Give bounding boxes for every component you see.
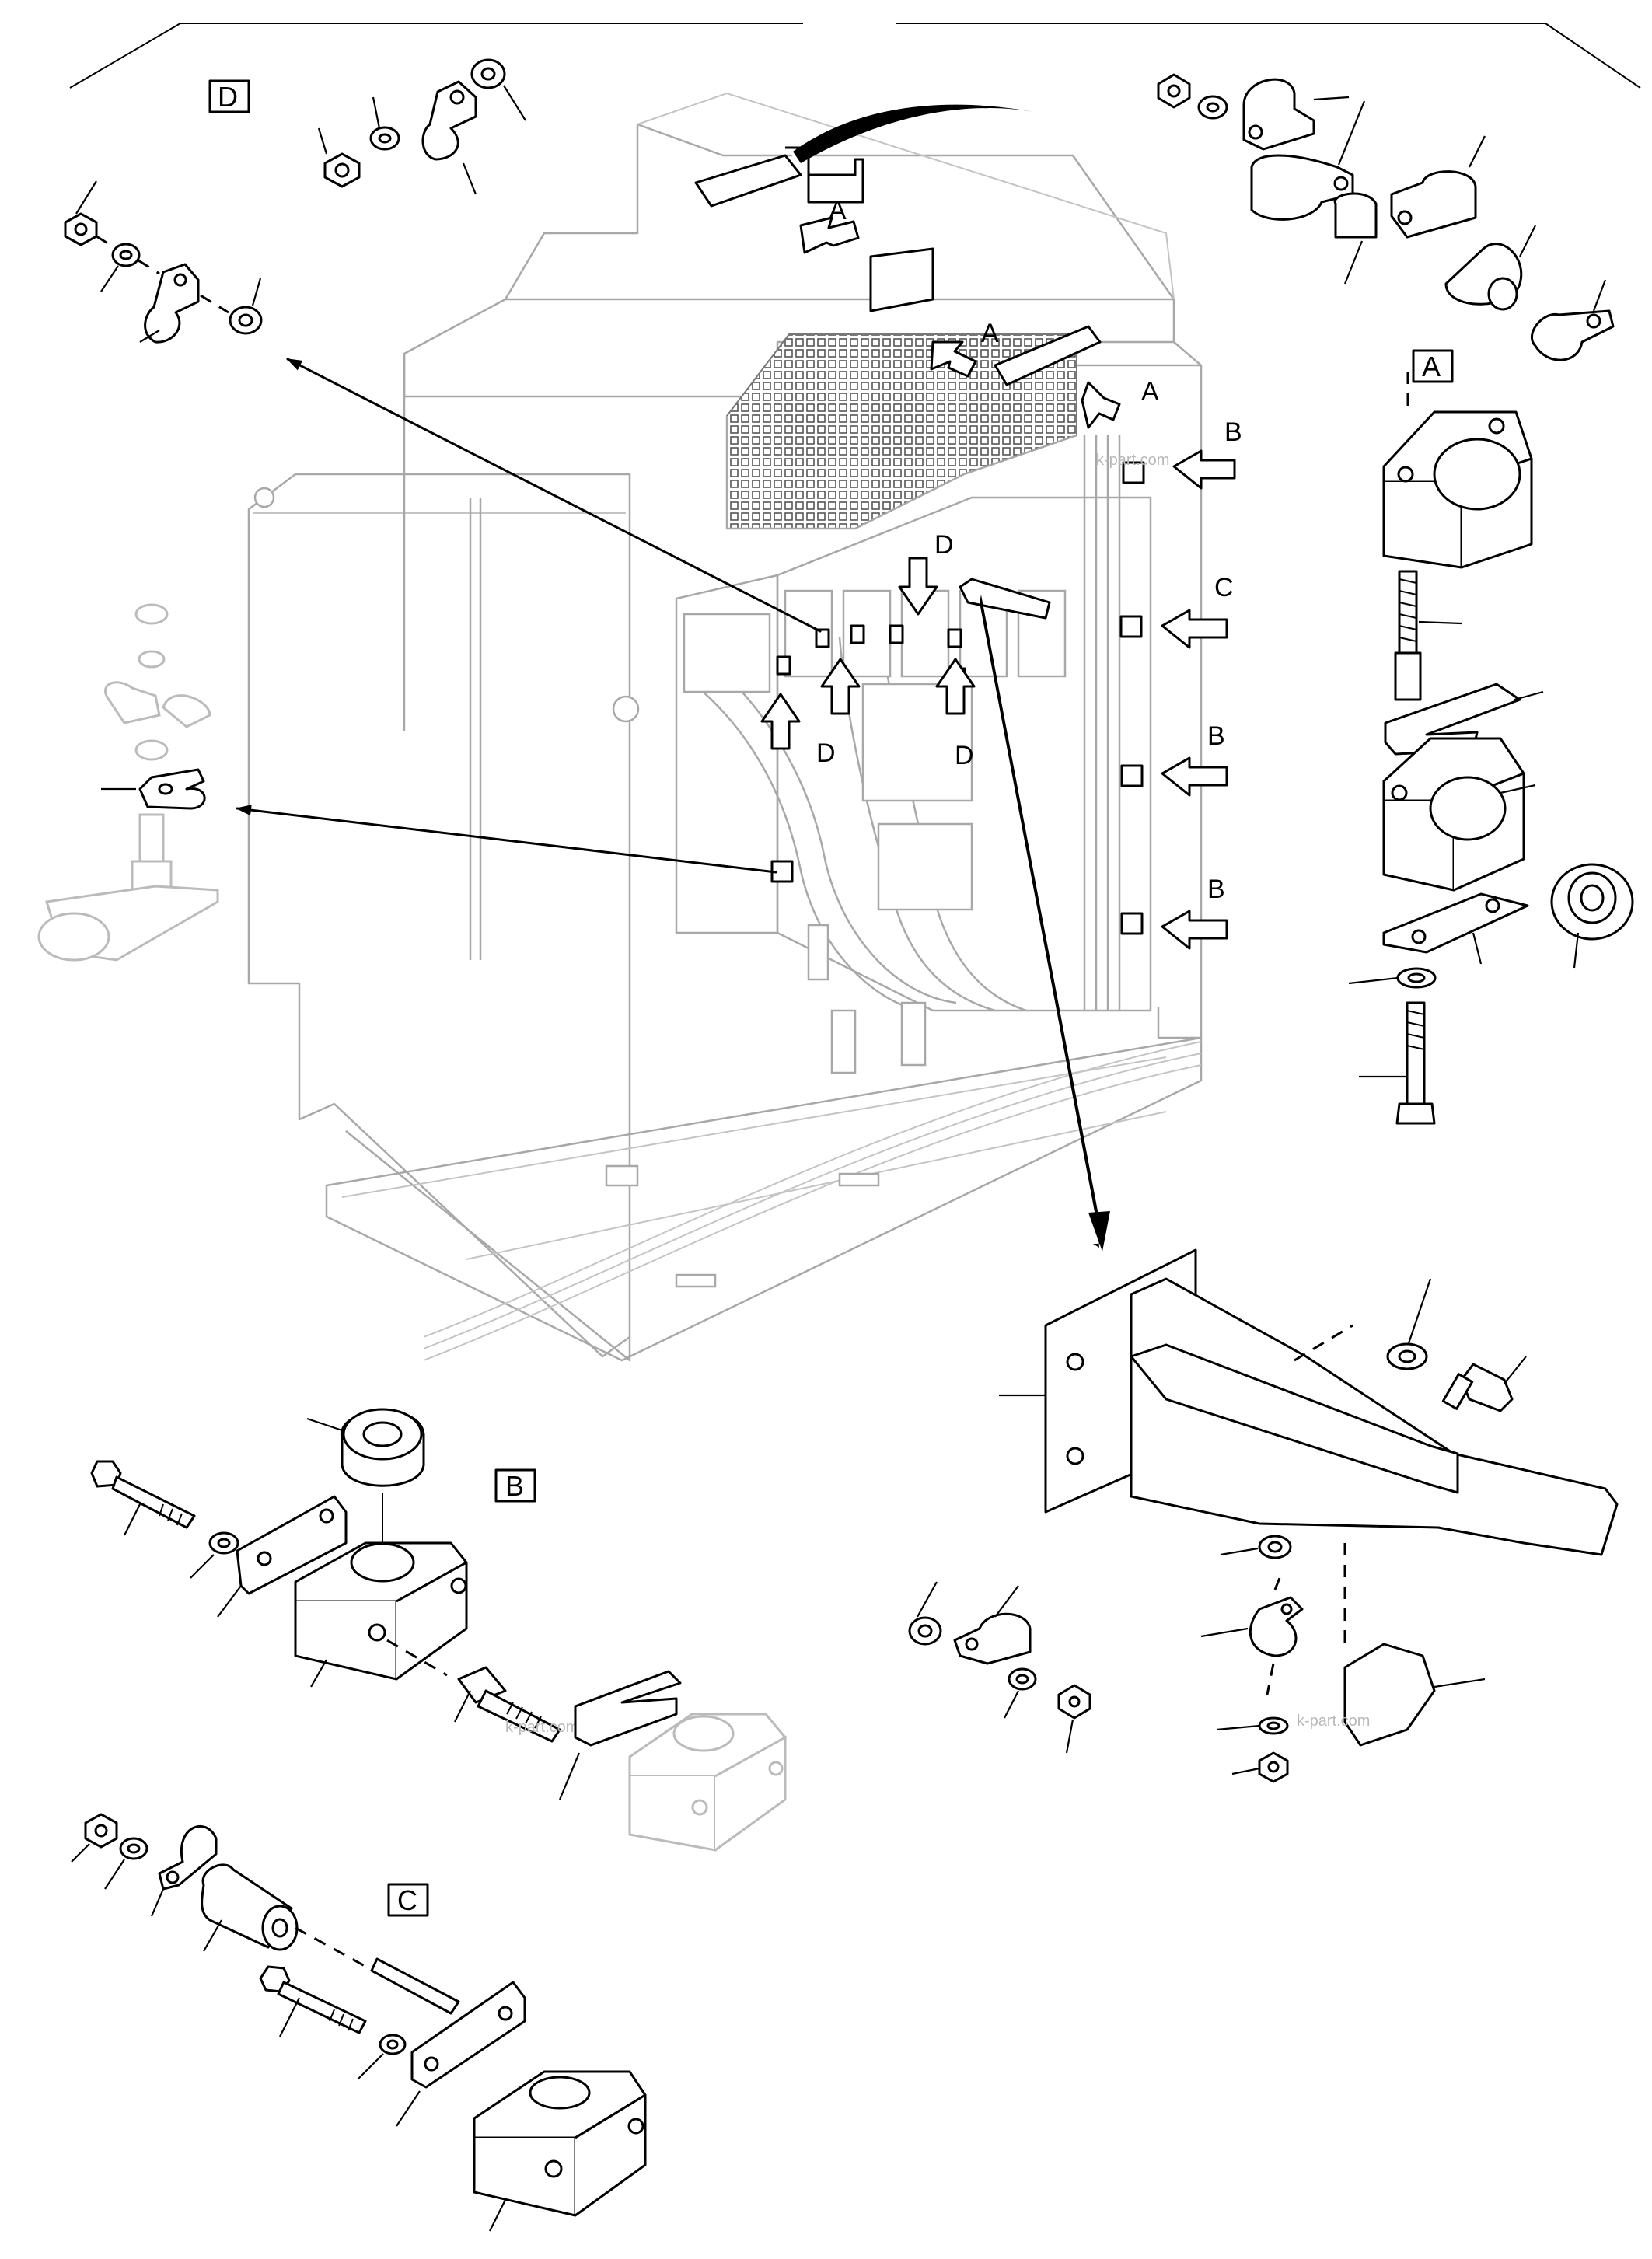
- callout-a2: A: [981, 319, 999, 348]
- detail-a-box: [1412, 349, 1454, 383]
- watermark-2: k-part.com: [505, 1719, 578, 1736]
- detail-b-mount-group: B k-part.com: [90, 1408, 788, 1852]
- callout-arrow-a3: [1081, 381, 1121, 429]
- callout-a3: A: [1141, 377, 1159, 407]
- callout-b1: B: [1224, 417, 1242, 447]
- detail-c-box: [387, 1883, 429, 1917]
- detail-b-label: B: [505, 1470, 524, 1502]
- callout-arrow-b2: [1161, 756, 1228, 797]
- callout-a1: A: [829, 196, 847, 225]
- curved-arrow-top: [793, 104, 1038, 163]
- detail-d-box: [208, 79, 250, 113]
- detail-d-clamp-group: D: [64, 58, 526, 344]
- callout-arrow-a1: [799, 216, 860, 254]
- callout-arrow-d2-mid: [820, 658, 861, 715]
- detail-a-mount-group: A: [1348, 349, 1634, 1125]
- arrow-to-bracket: [980, 595, 1104, 1248]
- detail-c-mount-group: C: [71, 1813, 647, 2232]
- callout-arrow-b1: [1172, 449, 1236, 490]
- callout-b2: B: [1207, 721, 1225, 751]
- lower-middle-clamp-group: [908, 1581, 1091, 1754]
- page-frame: [69, 23, 1641, 89]
- callout-c1: C: [1214, 573, 1234, 602]
- callout-b3: B: [1207, 875, 1225, 904]
- left-ghost-clamp-group: [37, 603, 219, 962]
- callout-d2: D: [816, 738, 836, 768]
- enlarged-bracket-group: k-part.com: [999, 1248, 1619, 1783]
- callout-arrow-c1: [1161, 609, 1228, 649]
- callout-arrow-b3: [1161, 910, 1228, 950]
- callout-arrow-d1: [898, 557, 938, 616]
- watermark-1: k-part.com: [1096, 452, 1169, 469]
- detail-c-label: C: [397, 1884, 417, 1916]
- top-right-clamp-group: [1157, 73, 1615, 361]
- main-cabinet-assembly: [247, 92, 1203, 1362]
- leader-arrows: [236, 104, 1110, 1252]
- detail-d-label: D: [218, 81, 238, 113]
- callout-arrow-a2: [930, 340, 977, 378]
- callout-d1: D: [934, 530, 954, 560]
- callout-d3: D: [955, 741, 974, 770]
- detail-a-label: A: [1422, 351, 1441, 382]
- detail-b-box: [494, 1468, 536, 1503]
- callout-arrows: A A A B B B C D D D: [760, 196, 1242, 950]
- callout-arrow-d3: [935, 658, 976, 715]
- watermark-3: k-part.com: [1297, 1713, 1370, 1730]
- callout-arrow-d2-left: [760, 693, 801, 750]
